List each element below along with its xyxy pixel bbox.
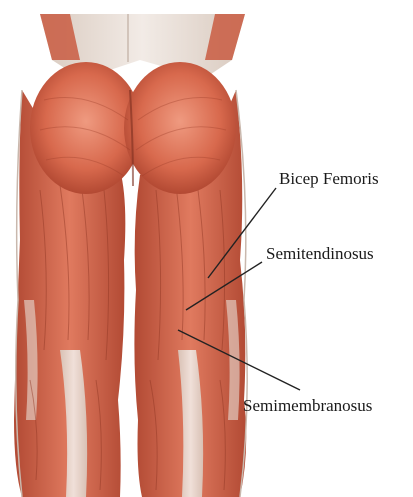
gluteus-maximus	[30, 62, 236, 194]
bicep-femoris-label: Bicep Femoris	[279, 170, 379, 187]
semitendinosus-label: Semitendinosus	[266, 245, 374, 262]
semimembranosus-label: Semimembranosus	[243, 397, 372, 414]
